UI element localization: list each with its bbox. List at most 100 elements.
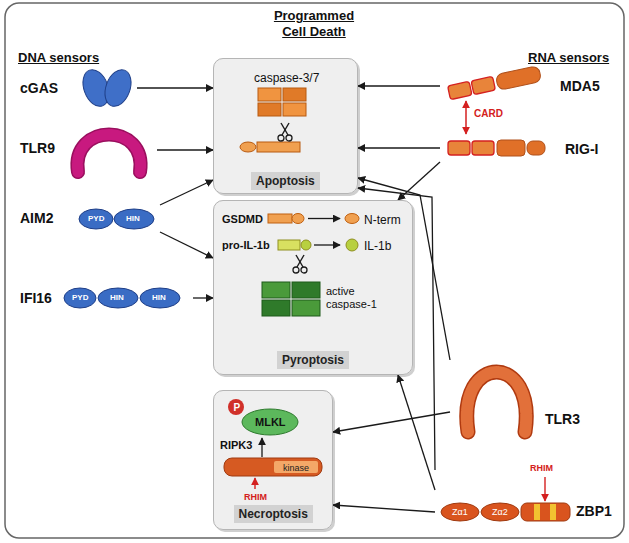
cleavage-arrow [308,218,340,219]
pathway-box: PMLKLRIPK3kinaseRHIMNecroptosis [213,390,333,530]
za-domain [481,503,519,521]
sensor-name: cGAS [20,80,58,97]
kinase-domain [274,461,318,473]
card-double-arrow [465,101,467,134]
caspase-block [283,103,306,116]
rhim-band [534,504,540,520]
phospho-label: P [234,402,241,414]
rhim-pointer [544,477,545,501]
substrate [240,142,256,152]
connector-arrow [193,297,213,298]
domain-label: HIN [152,293,166,303]
pathway-label: Apoptosis [251,172,320,190]
caspase-block [258,103,281,116]
diagram-title: Programmed Cell Death [264,8,364,40]
n-term-fragment [345,214,359,224]
connector-arrow [333,505,435,512]
substrate [257,142,300,152]
protein-label: pro-IL-1b [222,239,270,252]
pathway-box: GSDMDN-termpro-IL-1bIL-1bactive caspase-… [213,200,413,375]
sensor-name: IFI16 [20,290,52,307]
domain-label: PYD [72,293,88,303]
hin-domain [114,209,154,229]
protein-label: IL-1b [364,239,391,253]
ripk3-protein [224,458,322,476]
ctd-domain [527,141,545,155]
motif-label: RHIM [244,492,267,503]
phospho-dot [228,399,244,415]
sensor-name: TLR3 [545,411,580,428]
box-ground [213,58,358,194]
connector-arrow [157,149,213,150]
connector-arrow [358,178,450,360]
domain-label: Zα1 [452,506,468,518]
il1b-mature [346,239,358,251]
za-domain [441,503,479,521]
connector-arrow [160,180,213,205]
tlr9-icon [77,135,140,173]
connector-arrow [358,85,440,86]
gsdmd-protein [292,214,304,224]
section-heading: RNA sensors [528,50,609,66]
box-ground [213,200,413,375]
hin-domain [140,288,180,308]
sensor-name: TLR9 [20,140,55,157]
connector-arrow [333,412,450,432]
domain-label: PYD [88,214,104,224]
sensor-name: AIM2 [20,210,53,227]
phosphorylation-arrow [261,438,262,457]
motif-label: RHIM [530,463,553,474]
scissors-icon [278,123,292,141]
section-heading: DNA sensors [18,50,99,66]
zbp1-body [521,503,570,521]
tlr9-icon [77,135,140,173]
mda5-icon [447,66,541,101]
connector-arrow [160,232,213,258]
sensor-node: AIM2 PYD HIN [15,200,160,238]
sensor-name: MDA5 [560,78,600,95]
protein-label: N-term [364,213,401,227]
sensor-node: TLR3 [450,345,590,440]
domain-label: Zα2 [492,506,508,518]
connector-arrow [358,188,435,470]
pyd-domain [79,209,113,229]
card-domain [471,76,495,94]
tlr3-icon [467,372,526,432]
mlkl-protein [242,409,298,435]
sensor-name: ZBP1 [576,503,612,520]
domain-label: HIN [126,214,140,224]
domain-label: CARD [474,108,503,120]
sensor-node: RIG-I [440,135,612,165]
pyd-domain [64,288,96,308]
protein-label: caspase-3/7 [254,71,319,85]
sensor-node: TLR9 [15,120,157,180]
card-domain [472,141,494,155]
sensor-node: MDA5 [440,60,612,110]
sensor-node: IFI16 PYD HIN HIN [15,282,193,314]
caspase1-block [292,300,320,316]
caspase-block [258,88,281,101]
hin-domain [98,288,138,308]
domain-label: HIN [110,293,124,303]
cleavage-arrow [314,244,340,245]
cgas-icon [100,66,136,110]
caspase1-block [262,300,290,316]
connector-arrow [358,147,440,148]
caspase1-block [292,282,320,298]
sensor-node: ZBP1 Zα1 Zα2 RHIM [435,458,617,530]
rhim-band [550,504,556,520]
helicase-domain [495,66,541,91]
rhim-pointer [254,478,255,489]
pathway-label: Pyroptosis [277,351,349,369]
sensor-name: RIG-I [565,141,598,158]
connector-arrow [398,375,435,490]
protein-label: MLKL [255,416,286,429]
connector-arrow [137,87,213,88]
domain-label: kinase [283,462,309,474]
scissors-icon [293,255,307,273]
protein-label: GSDMD [222,213,263,226]
card-domain [448,81,472,99]
gsdmd-protein [268,214,292,223]
caspase-block [283,88,306,101]
